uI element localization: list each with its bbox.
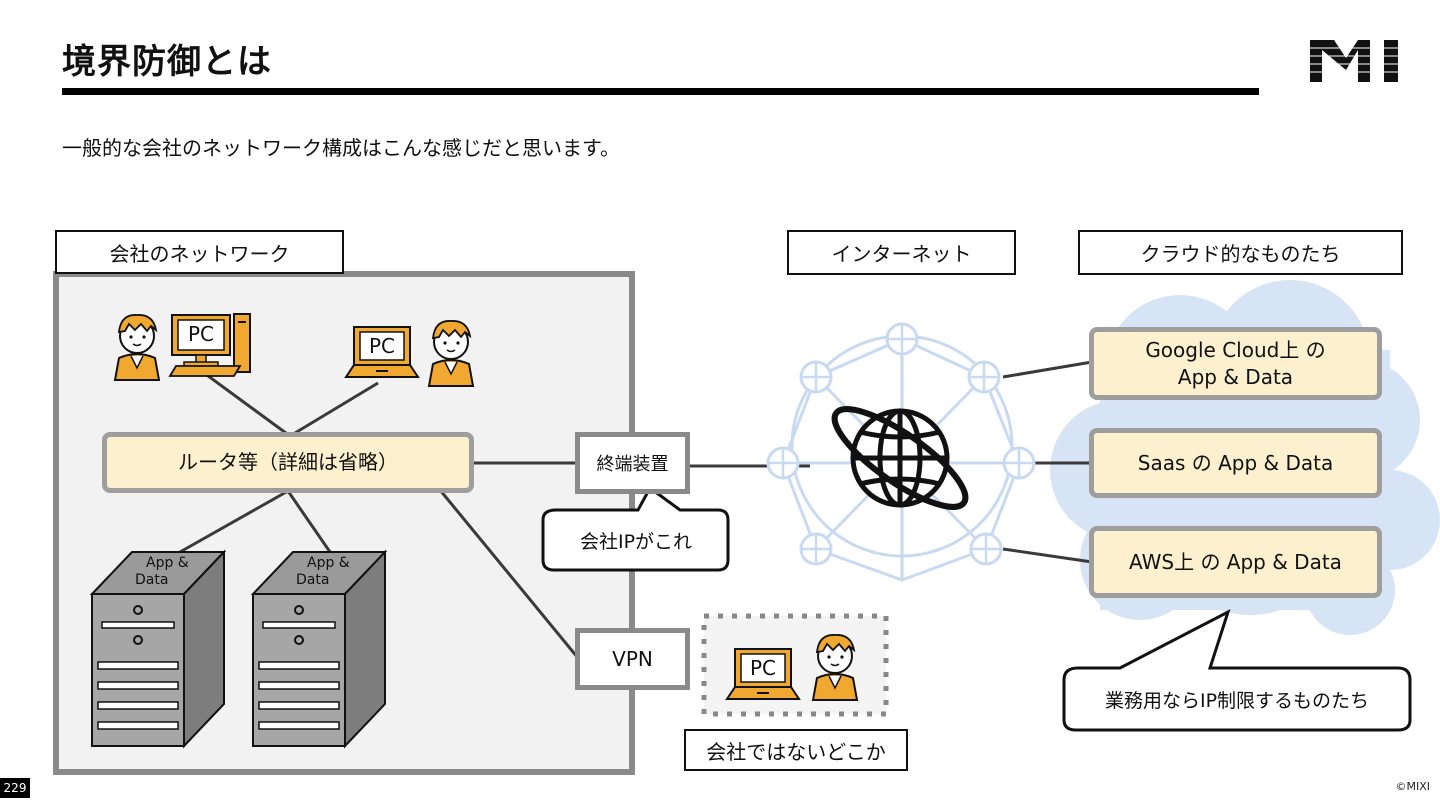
vpn-box: VPN: [575, 628, 690, 690]
title-underline: [62, 88, 1259, 95]
elsewhere-label: 会社ではないどこか: [684, 729, 908, 771]
pc-label-laptop: PC: [368, 334, 396, 358]
internet-label: インターネット: [787, 230, 1016, 275]
globe-network-ring: [781, 334, 1021, 582]
cloud-service-line2: App & Data: [1177, 364, 1294, 389]
router-box: ルータ等（詳細は省略）: [102, 432, 474, 493]
server-label-line2: Data: [135, 572, 169, 588]
pc-label-remote: PC: [749, 656, 777, 680]
terminal-device-box: 終端装置: [575, 432, 690, 494]
cloud-callout-shape: [1062, 608, 1412, 732]
globe-icon: [831, 406, 969, 510]
server-label-line1: App &: [307, 555, 350, 571]
company-ip-callout-shape: [541, 485, 730, 572]
cloud-service-google: Google Cloud上 の App & Data: [1089, 327, 1382, 400]
copyright: ©MIXI: [1395, 780, 1430, 793]
cloud-label: クラウド的なものたち: [1078, 230, 1403, 275]
page-title: 境界防御とは: [62, 42, 272, 82]
company-network-label: 会社のネットワーク: [55, 230, 344, 274]
server-label-line1: App &: [146, 555, 189, 571]
cloud-service-saas: Saas の App & Data: [1089, 428, 1382, 498]
cloud-service-aws: AWS上 の App & Data: [1089, 526, 1382, 598]
pc-label-desktop: PC: [187, 322, 215, 346]
mixi-logo: [1310, 40, 1402, 82]
server-label: App & Data: [296, 555, 350, 589]
page-number: 229: [0, 778, 30, 798]
cloud-service-line1: Google Cloud上 の: [1145, 337, 1326, 362]
cloud-ip-restriction-callout: 業務用ならIP制限するものたち: [1104, 689, 1370, 712]
intro-text: 一般的な会社のネットワーク構成はこんな感じだと思います。: [62, 136, 620, 160]
company-ip-callout: 会社IPがこれ: [579, 530, 693, 553]
desktop-pc-icon: [168, 313, 251, 377]
server-label: App & Data: [135, 555, 189, 589]
server-label-line2: Data: [296, 572, 330, 588]
